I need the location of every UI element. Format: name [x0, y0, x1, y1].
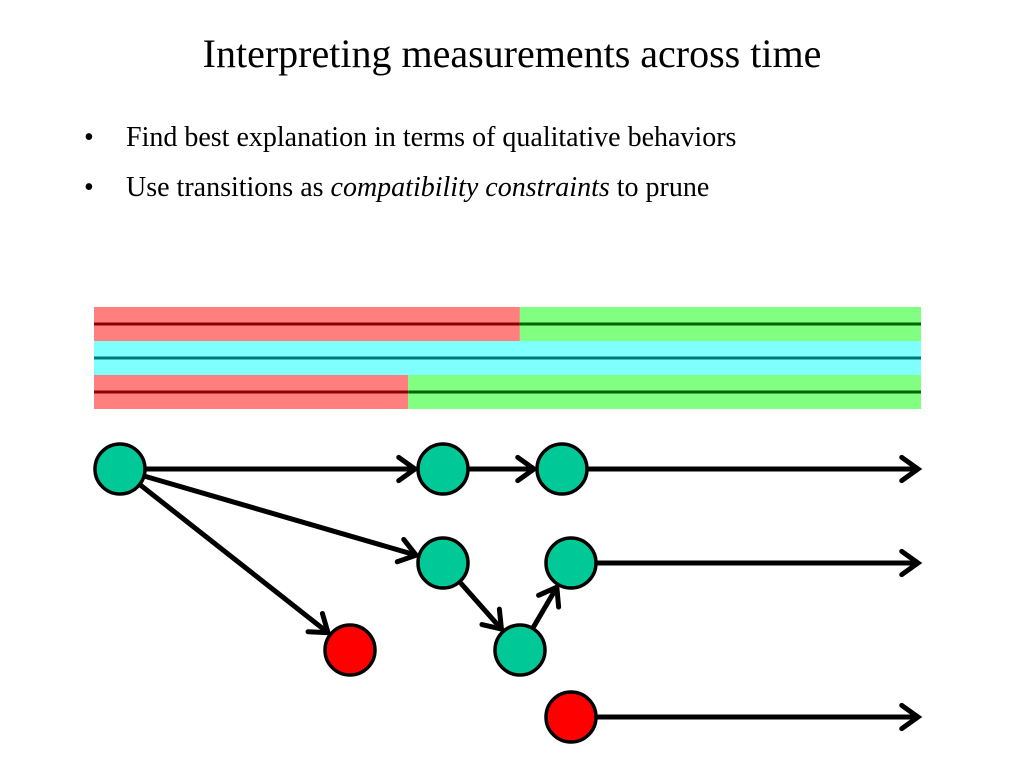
bullet-dot: •	[84, 172, 94, 203]
state-node	[93, 442, 147, 496]
arrowhead	[305, 610, 332, 636]
state-node-inconsistent	[323, 623, 377, 677]
arrowhead	[899, 548, 923, 578]
arrowhead	[479, 606, 505, 633]
arrowhead	[536, 583, 562, 610]
state-node	[416, 536, 470, 590]
bullet-item: • Find best explanation in terms of qual…	[84, 118, 736, 168]
transition-arrow	[457, 580, 504, 631]
slide-title: Interpreting measurements across time	[202, 31, 822, 76]
transition-arrow	[138, 482, 330, 635]
bullet-text: Find best explanation in terms of qualit…	[126, 122, 737, 153]
arrowhead	[396, 454, 420, 484]
bullet-text-prefix: Use transitions as	[126, 172, 331, 203]
bullet-dot: •	[84, 122, 94, 153]
bullet-item: • Use transitions as compatibility const…	[84, 168, 736, 218]
state-node	[493, 623, 547, 677]
transition-arrow	[530, 585, 559, 630]
arrowhead	[899, 454, 923, 484]
arrowhead	[515, 454, 539, 484]
state-node	[544, 536, 598, 590]
state-node-inconsistent	[544, 690, 598, 744]
bullet-text-emphasis: compatibility constraints	[330, 172, 610, 203]
bullet-text-suffix: to prune	[609, 172, 710, 203]
transition-arrow	[143, 473, 417, 558]
arrowhead	[899, 702, 923, 732]
state-node	[416, 442, 470, 496]
bullet-list: • Find best explanation in terms of qual…	[84, 118, 736, 218]
state-node	[535, 442, 589, 496]
arrowhead	[394, 536, 421, 565]
